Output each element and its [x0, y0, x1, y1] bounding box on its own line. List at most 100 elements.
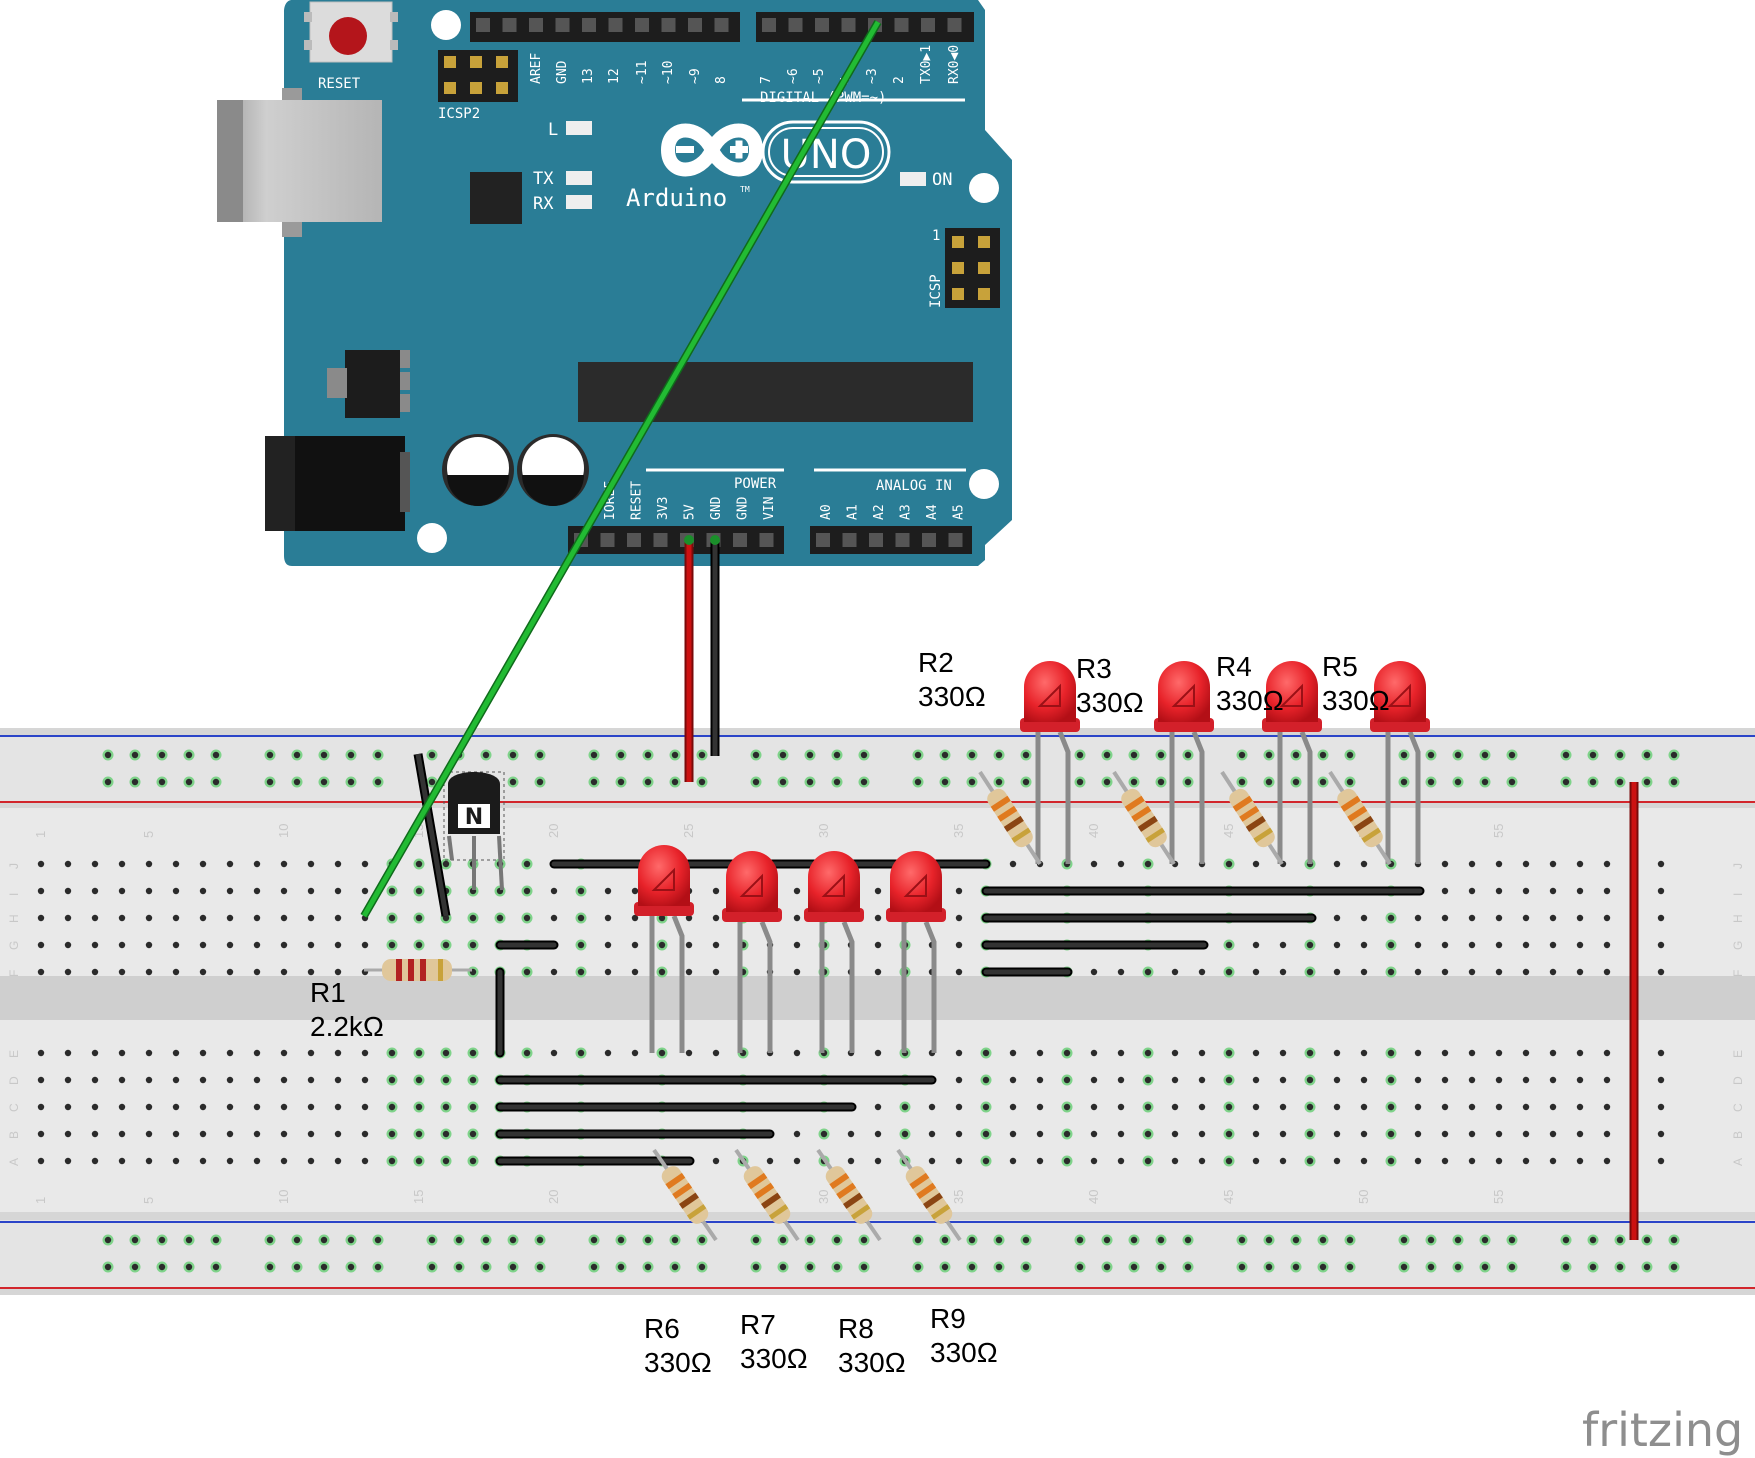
resistor-330 [652, 1148, 718, 1242]
digital-pin-label: ~11 [635, 61, 650, 84]
red-led [804, 851, 864, 1053]
column-number: 20 [546, 824, 561, 838]
r6-value: 330Ω [644, 1347, 712, 1378]
digital-pin-label: ~6 [786, 68, 801, 84]
r2-value: 330Ω [918, 681, 986, 712]
r4-value: 330Ω [1216, 685, 1284, 716]
resistor-330 [816, 1148, 882, 1242]
r9-name: R9 [930, 1303, 966, 1334]
led-array [634, 661, 1430, 1053]
resistor-array [652, 770, 1392, 1242]
digital-pin-label: TX0▶1 [919, 45, 934, 84]
power-pin-label: GND [736, 496, 751, 520]
r8-name: R8 [838, 1313, 874, 1344]
digital-pin-label: ~3 [865, 68, 880, 84]
red-led [886, 851, 946, 1053]
digital-pin-label: 8 [714, 76, 729, 84]
row-letter: A [7, 1158, 21, 1166]
analog-pin-label: A2 [872, 504, 887, 520]
arduino-logo-icon [660, 123, 764, 177]
r5-value: 330Ω [1322, 685, 1390, 716]
row-letter: F [7, 970, 21, 977]
resistor-330 [1112, 770, 1176, 866]
row-letter: C [1731, 1103, 1745, 1112]
row-letter: D [1731, 1076, 1745, 1085]
column-number: 55 [1491, 824, 1506, 838]
icsp-pin1-label: 1 [932, 228, 940, 244]
row-letter: G [1731, 941, 1745, 950]
usb-port [217, 100, 382, 222]
r4-name: R4 [1216, 651, 1252, 682]
icsp2-label: ICSP2 [438, 106, 480, 122]
resistor-r1 [364, 959, 472, 981]
row-letter: E [1731, 1050, 1745, 1058]
led-rx-label: RX [533, 194, 554, 214]
column-number: 55 [1491, 1190, 1506, 1204]
row-letter: E [7, 1050, 21, 1058]
resistor-330 [734, 1148, 800, 1242]
digital-pin-label: 13 [581, 68, 596, 84]
led-rx [566, 195, 592, 209]
breadboard: 1155101015152020252530303535404045455050… [0, 728, 1755, 1295]
resistor-330 [1220, 770, 1284, 866]
row-letter: B [7, 1131, 21, 1139]
column-number: 40 [1086, 1190, 1101, 1204]
power-pin-label: GND [709, 496, 724, 520]
column-number: 50 [1356, 1190, 1371, 1204]
power-pin-label: VIN [762, 497, 777, 520]
red-led [1154, 661, 1214, 864]
led-l [566, 121, 592, 135]
microcontroller-chip [578, 362, 973, 422]
icsp-label: ICSP [928, 274, 944, 308]
analog-pin-label: A0 [819, 504, 834, 520]
digital-pin-label: ~5 [812, 68, 827, 84]
r9-value: 330Ω [930, 1337, 998, 1368]
row-letter: F [1731, 970, 1745, 977]
digital-pin-label: GND [555, 60, 570, 84]
digital-pin-label: RX0◀0 [947, 45, 962, 84]
column-number: 45 [1221, 824, 1236, 838]
r7-value: 330Ω [740, 1343, 808, 1374]
column-number: 35 [951, 1190, 966, 1204]
voltage-regulator [345, 350, 400, 418]
digital-label: DIGITAL (PWM=~) [760, 90, 886, 106]
r8-value: 330Ω [838, 1347, 906, 1378]
column-number: 5 [141, 831, 156, 838]
column-number: 30 [816, 1190, 831, 1204]
r1-value: 2.2kΩ [310, 1011, 384, 1042]
transistor-mark: N [465, 805, 483, 830]
r1-name: R1 [310, 977, 346, 1008]
fritzing-watermark: fritzing [1582, 1403, 1743, 1457]
digital-pin-label: 2 [892, 76, 907, 84]
row-letter: I [7, 893, 21, 896]
column-number: 40 [1086, 824, 1101, 838]
resistor-330 [978, 770, 1042, 866]
npn-transistor: N [443, 771, 505, 891]
column-number: 15 [411, 1190, 426, 1204]
row-letter: B [1731, 1131, 1745, 1139]
power-header [568, 526, 784, 554]
power-label: POWER [734, 476, 777, 492]
row-letter: C [7, 1103, 21, 1112]
r3-name: R3 [1076, 653, 1112, 684]
resistor-330 [1328, 770, 1392, 866]
led-tx-label: TX [533, 169, 554, 189]
analog-pin-label: A4 [925, 504, 940, 520]
led-tx [566, 171, 592, 185]
usb-chip [470, 172, 522, 224]
reset-button[interactable] [304, 1, 398, 63]
digital-pin-label: ~9 [688, 68, 703, 84]
analog-pin-label: A3 [899, 504, 914, 520]
column-number: 1 [33, 1197, 48, 1204]
row-letter: D [7, 1076, 21, 1085]
brand-label: Arduino [626, 184, 727, 212]
column-number: 35 [951, 824, 966, 838]
row-letter: G [7, 941, 21, 950]
digital-pin-label: AREF [529, 53, 544, 84]
red-led [1370, 661, 1430, 864]
column-number: 20 [546, 1190, 561, 1204]
